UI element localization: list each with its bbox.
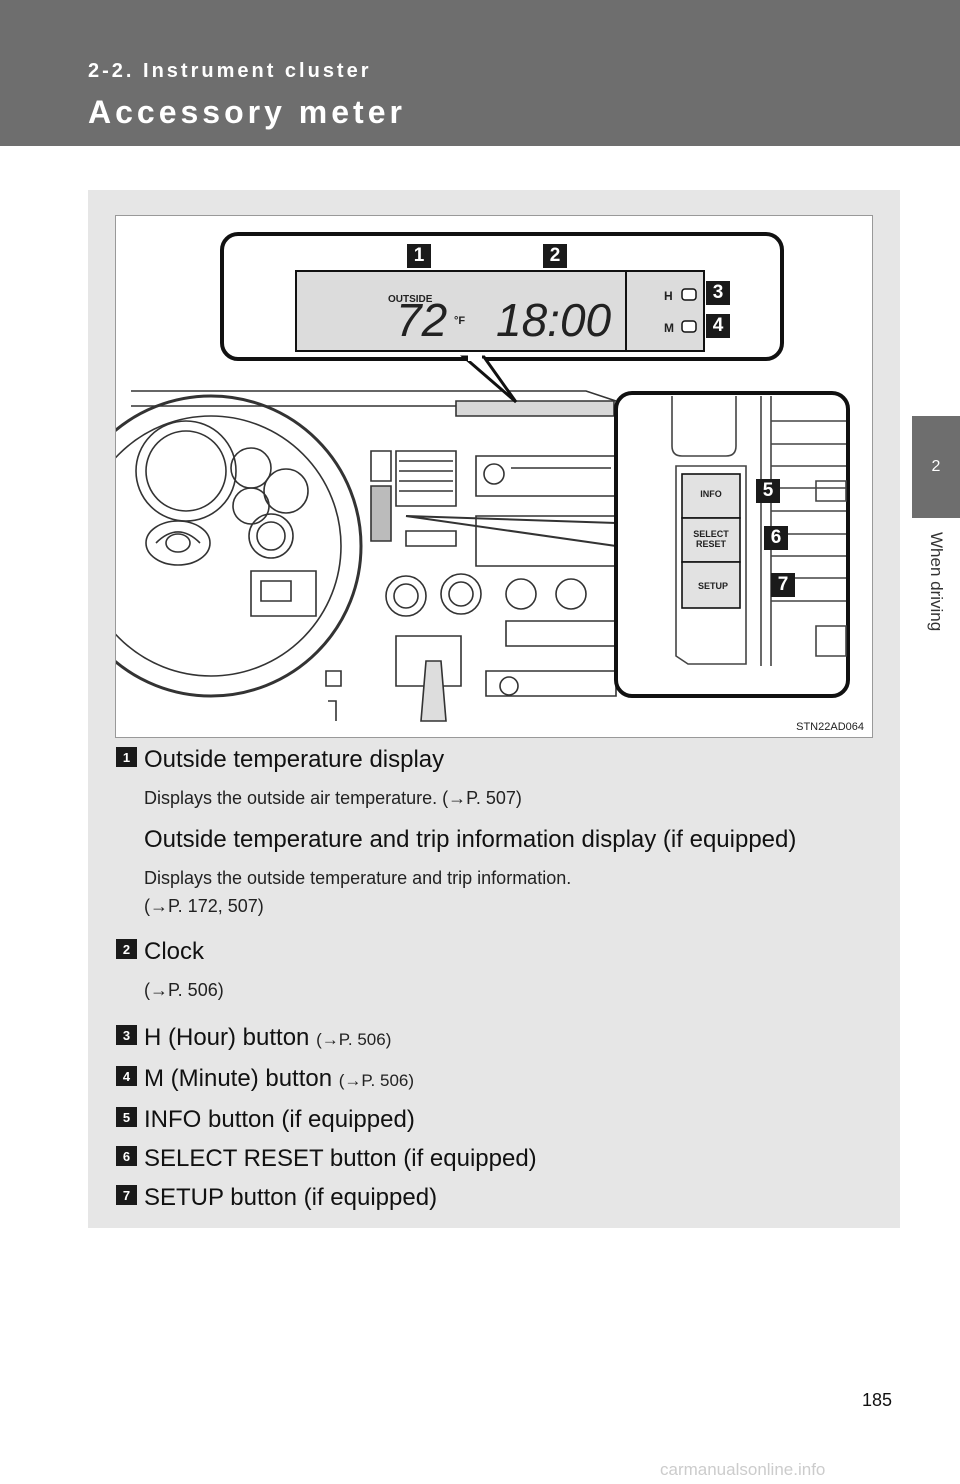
outside-label: OUTSIDE (388, 294, 433, 305)
item-title-text: M (Minute) button (144, 1065, 333, 1092)
callout-badge-7: 7 (771, 573, 795, 597)
list-item: 5 INFO button (if equipped) (116, 1104, 876, 1136)
item-description: Displays the outside temperature and tri… (144, 864, 876, 920)
item-title-text: H (Hour) button (144, 1024, 310, 1051)
item-description: (→P. 506) (144, 980, 224, 1000)
chapter-tab-label: When driving (927, 532, 946, 632)
list-item: 7 SETUP button (if equipped) (116, 1182, 876, 1214)
reset-label: RESET (696, 539, 727, 549)
item-number: 4 (116, 1066, 137, 1086)
callout-badge-6: 6 (764, 526, 788, 550)
item-number: 6 (116, 1146, 137, 1166)
page-number: 185 (862, 1390, 893, 1410)
item-title: Clock (144, 938, 205, 965)
temperature-unit: °F (454, 315, 465, 327)
chapter-tab-title: When driving (912, 518, 960, 718)
legend-list: 1 Outside temperature display Displays t… (116, 744, 876, 1214)
item-number: 7 (116, 1185, 137, 1205)
list-item: 4 M (Minute) button (→P. 506) (116, 1063, 876, 1097)
info-button-label: INFO (700, 489, 722, 499)
setup-button-label: SETUP (698, 581, 728, 591)
callout-badge-3: 3 (706, 281, 730, 305)
hour-label: H (664, 289, 673, 303)
temperature-readout: 72 (396, 294, 447, 346)
item-title: M (Minute) button (→P. 506) (144, 1063, 876, 1097)
minute-label: M (664, 321, 674, 335)
item-page-ref: (→P. 506) (338, 1071, 415, 1090)
page-title: Accessory meter (88, 94, 406, 130)
callout-badge-5: 5 (756, 479, 780, 503)
dashboard-drawing: OUTSIDE 72 °F 18:00 H M INFO SELECT RESE… (116, 232, 850, 722)
minute-button[interactable] (681, 320, 697, 333)
item-description-line: (→P. 172, 507) (144, 896, 264, 916)
figure-code: STN22AD064 (796, 721, 864, 733)
list-item: 1 Outside temperature display Displays t… (116, 744, 876, 812)
item-title: SELECT RESET button (if equipped) (144, 1145, 537, 1172)
item-title: INFO button (if equipped) (144, 1106, 415, 1133)
item-title: H (Hour) button (→P. 506) (144, 1022, 876, 1056)
item-number: 5 (116, 1107, 137, 1127)
setup-button[interactable] (681, 561, 741, 609)
clock-readout: 18:00 (496, 294, 612, 346)
list-item: 3 H (Hour) button (→P. 506) (116, 1022, 876, 1056)
item-title: Outside temperature and trip information… (144, 826, 797, 853)
item-description-line: Displays the outside temperature and tri… (144, 868, 572, 888)
select-label: SELECT (693, 529, 729, 539)
item-number: 1 (116, 747, 137, 767)
hour-button[interactable] (681, 288, 697, 301)
callout-badge-1: 1 (407, 244, 431, 268)
item-description: Displays the outside air temperature. (→… (144, 788, 522, 808)
item-number: 2 (116, 939, 137, 959)
chapter-tab-number[interactable]: 2 (912, 416, 960, 518)
item-page-ref: (→P. 506) (316, 1030, 392, 1049)
watermark: carmanualsonline.info (660, 1460, 826, 1479)
item-number: 3 (116, 1025, 137, 1045)
item-title: SETUP button (if equipped) (144, 1184, 438, 1211)
list-item: 2 Clock (→P. 506) (116, 936, 876, 1004)
callout-badge-4: 4 (706, 314, 730, 338)
page-header: 2-2. Instrument cluster Accessory meter (0, 0, 960, 146)
item-title: Outside temperature display (144, 746, 445, 773)
list-item: Outside temperature and trip information… (116, 824, 876, 920)
list-item: 6 SELECT RESET button (if equipped) (116, 1143, 876, 1175)
section-label: 2-2. Instrument cluster (88, 60, 372, 82)
callout-badge-2: 2 (543, 244, 567, 268)
dashboard-illustration: OUTSIDE 72 °F 18:00 H M INFO SELECT RESE… (115, 215, 873, 738)
